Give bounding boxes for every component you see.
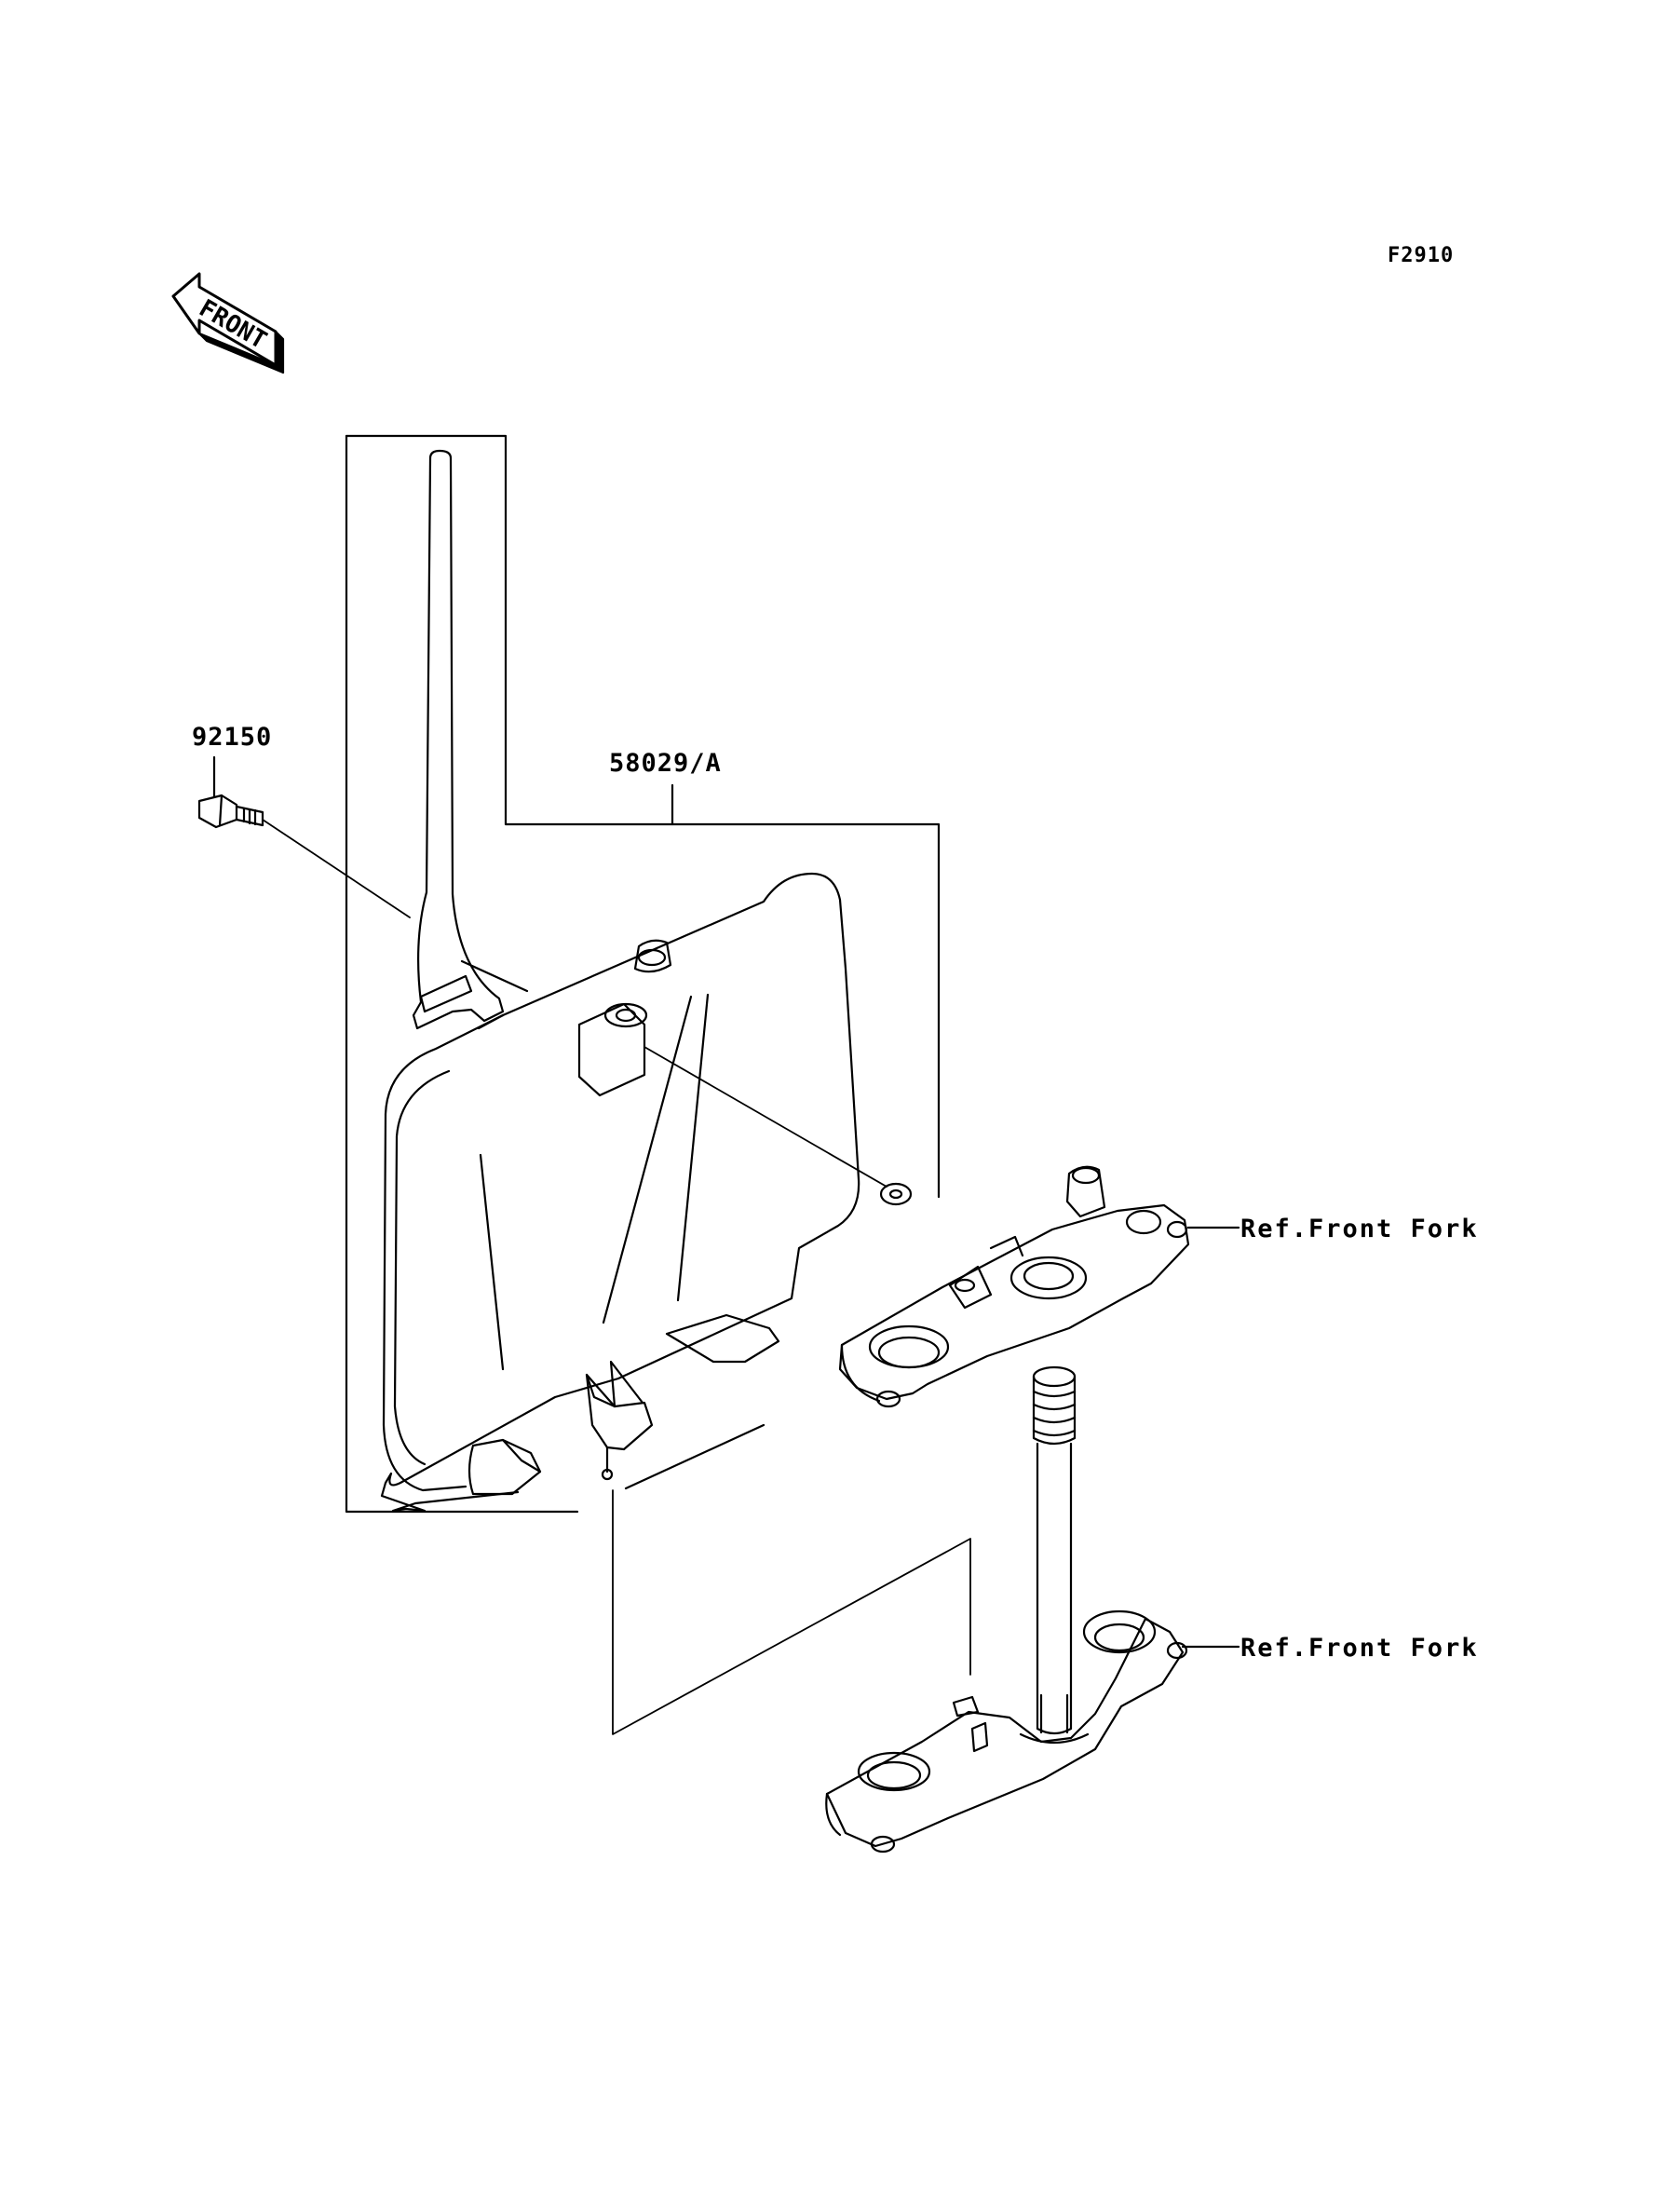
upper-triple-clamp xyxy=(838,1165,1240,1408)
number-plate-58029 xyxy=(380,449,860,1513)
steering-stem xyxy=(1032,1365,1077,1735)
ref-front-fork-upper[interactable]: Ref.Front Fork xyxy=(1240,1215,1479,1243)
front-arrow-icon: FRONT xyxy=(171,272,285,374)
collar xyxy=(577,1002,648,1097)
front-label: FRONT xyxy=(195,294,272,355)
assembly-frame xyxy=(345,434,941,1199)
diagram-code: F2910 xyxy=(1388,244,1455,267)
washer xyxy=(879,1182,913,1206)
lower-triple-clamp xyxy=(825,1609,1240,1854)
bolt-92150 xyxy=(197,794,264,829)
part-number-bolt[interactable]: 92150 xyxy=(192,723,273,752)
part-number-number-plate[interactable]: 58029/A xyxy=(609,749,722,778)
ref-front-fork-lower[interactable]: Ref.Front Fork xyxy=(1240,1634,1479,1663)
